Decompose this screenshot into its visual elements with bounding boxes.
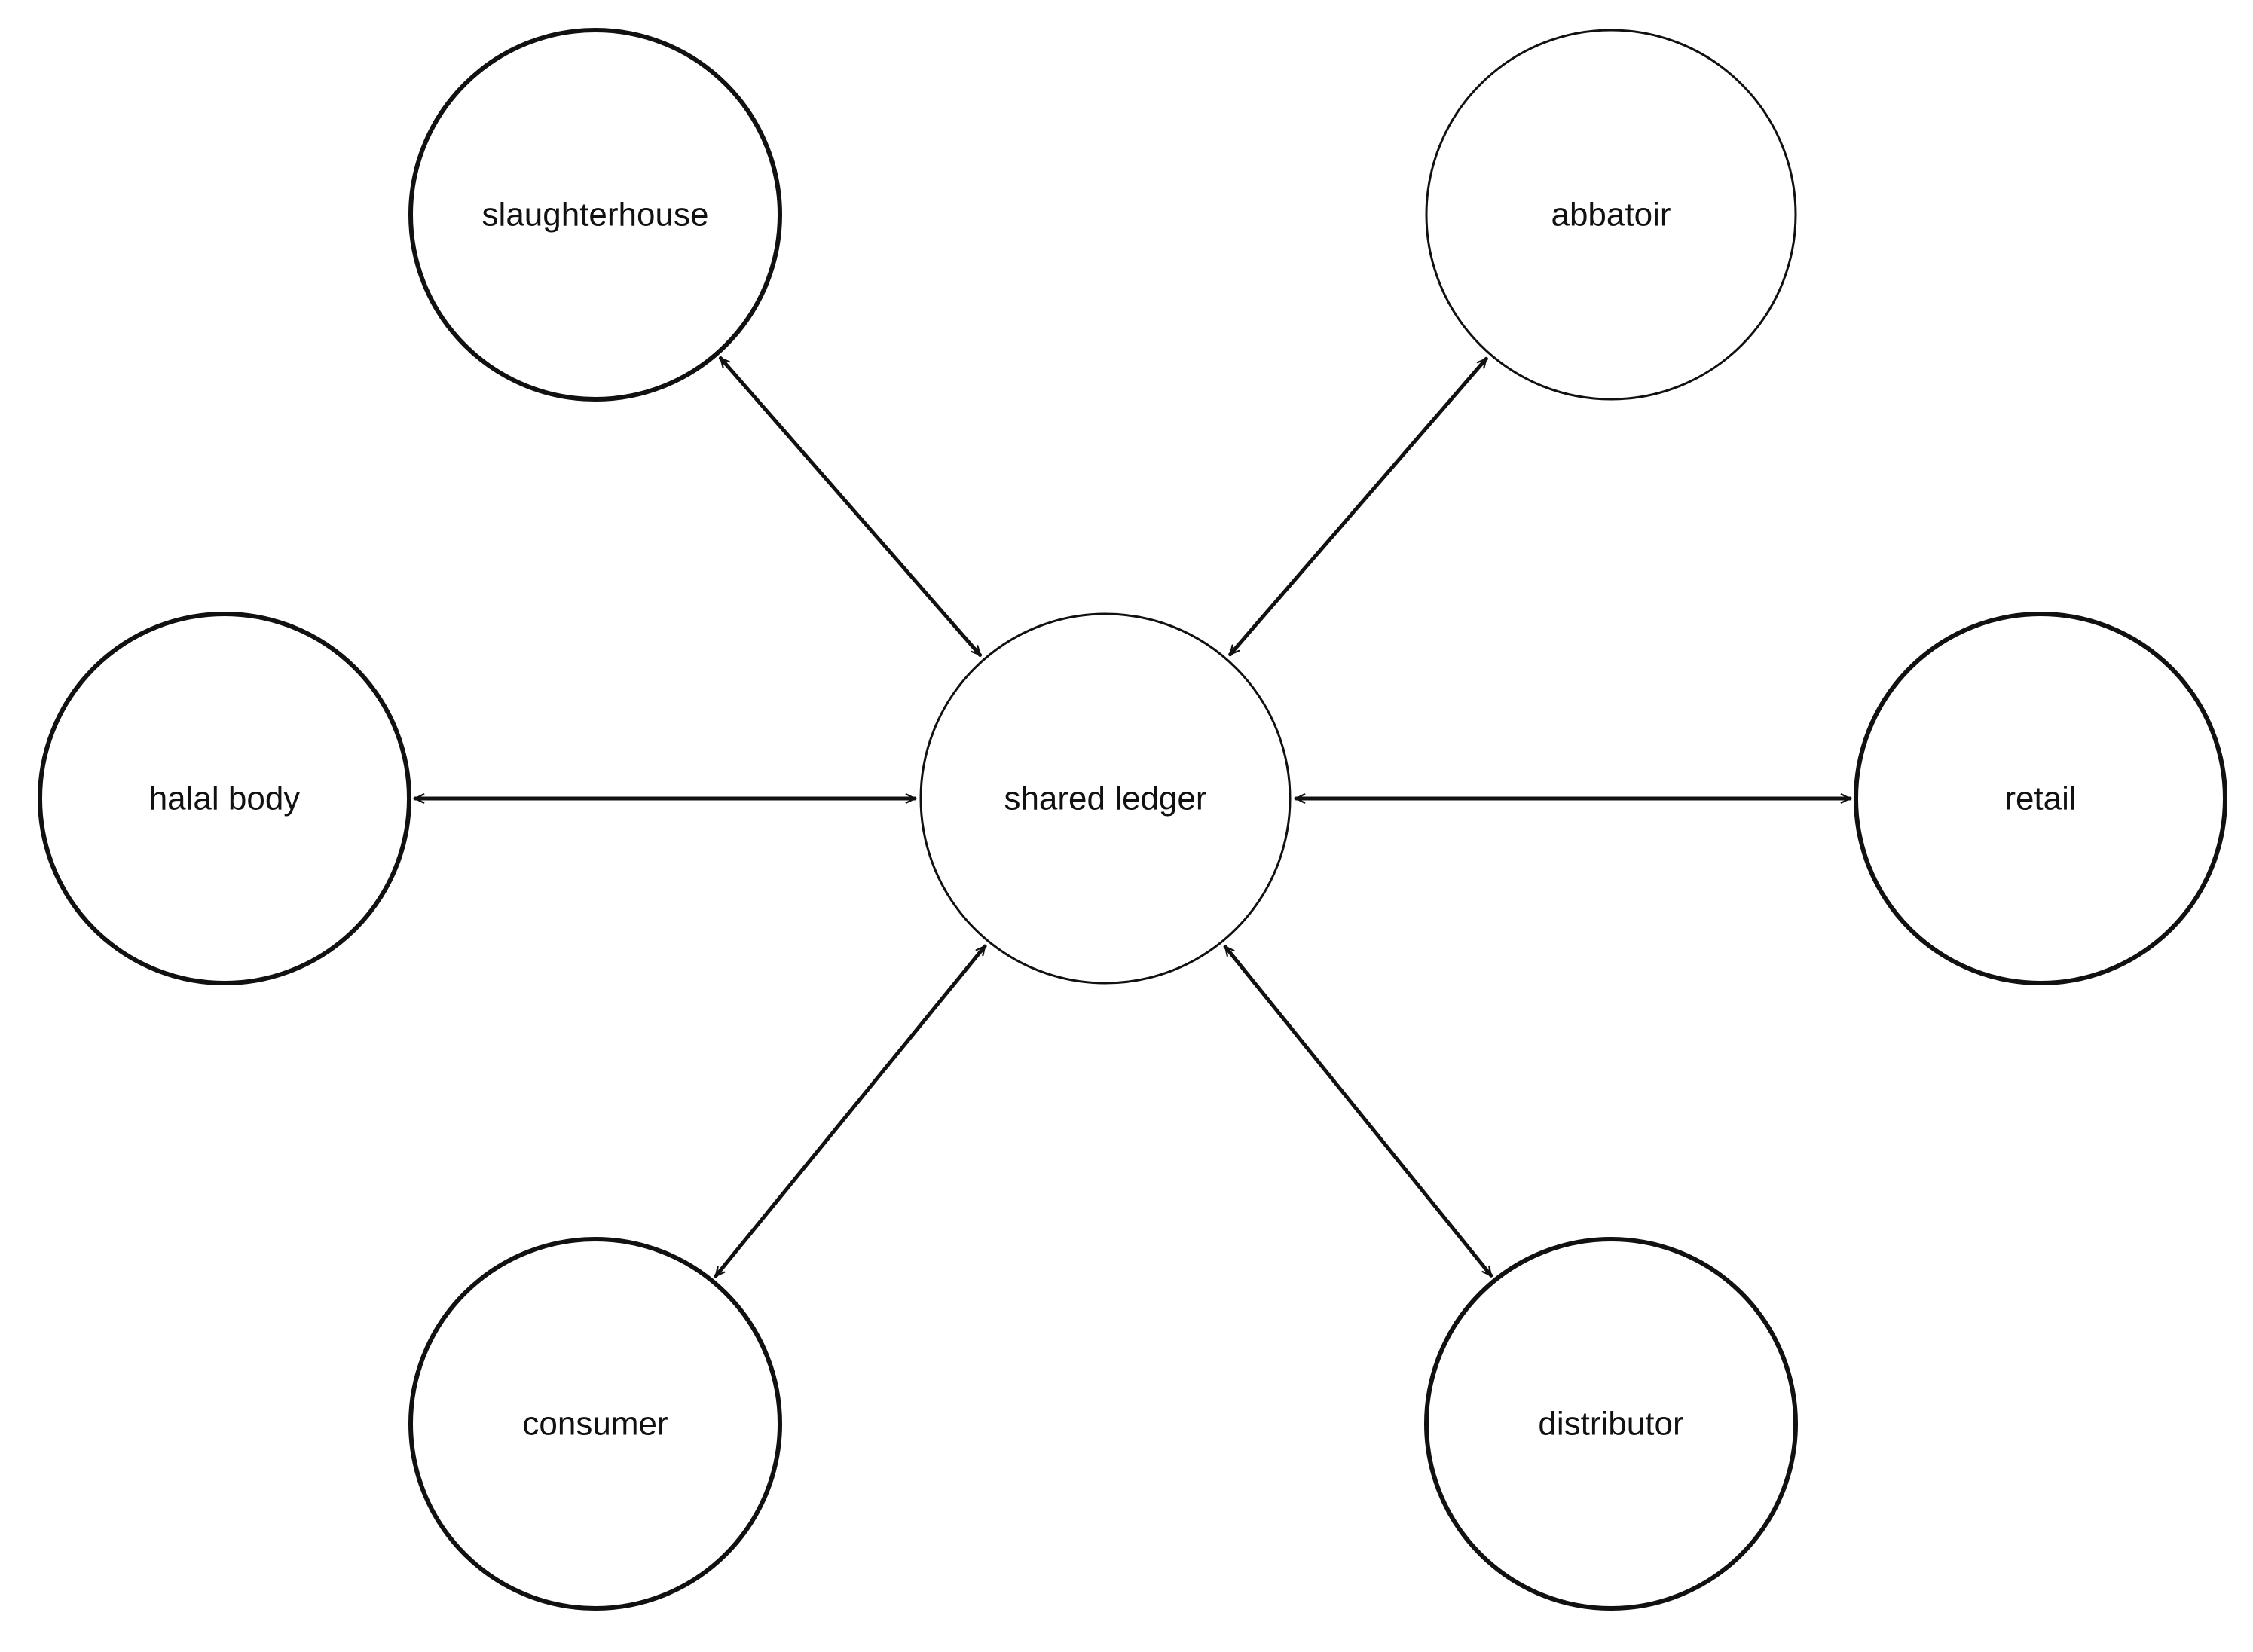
connector-ledger-slaughterhouse [718,356,983,657]
node-abbatoir: abbatoir [1425,29,1797,401]
shared-ledger-circle [919,612,1292,985]
node-shared-ledger: shared ledger [919,612,1292,985]
slaughterhouse-circle [408,28,782,402]
connector-ledger-consumer [714,944,987,1278]
retail-circle [1854,612,2227,985]
distributor-label: distributor [1538,1406,1683,1443]
connector-ledger-abbatoir [1228,356,1488,657]
halal-body-circle [38,612,411,985]
abbatoir-label: abbatoir [1551,197,1671,234]
connector-layer [413,356,1852,1278]
retail-label: retail [2004,780,2076,817]
node-consumer: consumer [408,1237,782,1611]
node-retail: retail [1854,612,2227,985]
halal-body-label: halal body [149,780,301,817]
node-slaughterhouse: slaughterhouse [408,28,782,402]
node-halal-body: halal body [38,612,411,985]
distributor-circle [1424,1237,1798,1611]
shared-ledger-label: shared ledger [1004,780,1206,817]
slaughterhouse-label: slaughterhouse [482,197,709,234]
consumer-label: consumer [522,1406,668,1443]
consumer-circle [408,1237,782,1611]
node-distributor: distributor [1424,1237,1798,1611]
abbatoir-circle [1425,29,1797,401]
connector-ledger-distributor [1223,945,1493,1278]
